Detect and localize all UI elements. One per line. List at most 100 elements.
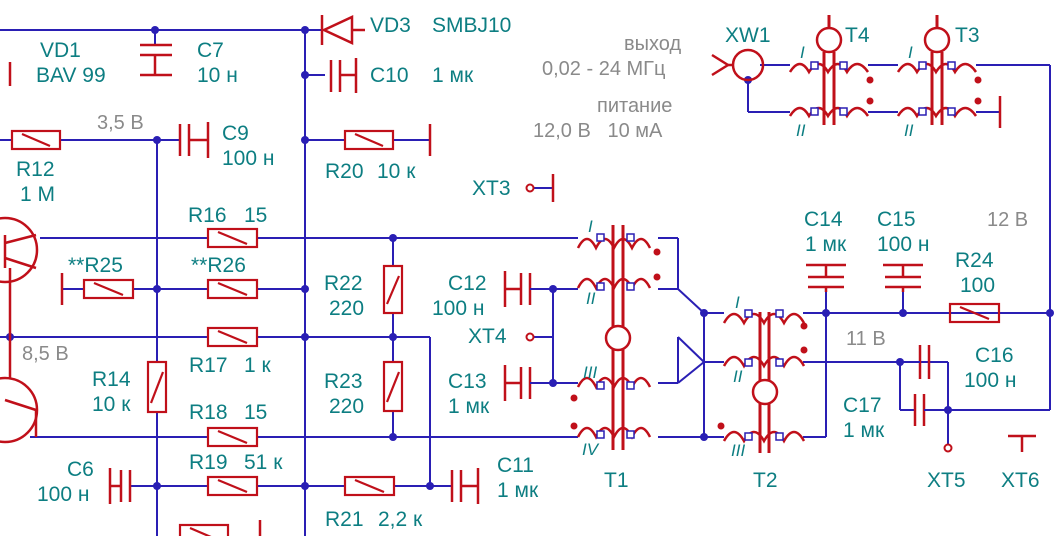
r26-symbol — [206, 278, 259, 300]
t1-winding-iv: IV — [582, 440, 600, 459]
r22-label: R22 — [324, 272, 363, 295]
c16-label: C16 — [975, 344, 1014, 367]
c16-value: 100 н — [964, 369, 1016, 392]
c6-value: 100 н — [37, 483, 89, 506]
r22-symbol — [382, 264, 404, 315]
transistor-upper — [0, 216, 39, 337]
r19-label: R19 — [189, 451, 228, 474]
c15-label: C15 — [877, 208, 916, 231]
vd3-label: VD3 — [370, 14, 411, 37]
r21-symbol — [343, 475, 396, 497]
output-label: выход — [624, 33, 681, 55]
t3-winding-i: I — [908, 43, 913, 62]
c9-value: 100 н — [222, 147, 274, 170]
c6-label: C6 — [67, 458, 94, 481]
t1-label: T1 — [604, 469, 629, 492]
transistor-lower — [0, 337, 39, 444]
t2-transformer — [717, 309, 808, 453]
voltage-11: 11 В — [846, 328, 886, 350]
r23-symbol — [382, 360, 404, 413]
c10-symbol — [329, 58, 358, 93]
c13-value: 1 мк — [448, 395, 490, 418]
component-labels: VD1 BAV 99 C7 10 н VD3 SMBJ10 C10 1 мк R… — [16, 14, 1040, 531]
xw1-label: XW1 — [725, 24, 771, 47]
r24-value: 100 — [960, 274, 995, 297]
r17-symbol — [206, 326, 259, 348]
t4-transformer — [788, 15, 874, 125]
xt6-label: XT6 — [1001, 469, 1040, 492]
c9-symbol — [178, 122, 210, 158]
c7-symbol — [140, 43, 172, 77]
r24-label: R24 — [955, 249, 994, 272]
c17-value: 1 мк — [843, 419, 885, 442]
c16-symbol — [900, 345, 931, 379]
c17-label: C17 — [843, 394, 882, 417]
r14-symbol — [146, 360, 168, 414]
r16-label: R16 — [188, 204, 227, 227]
voltage-12: 12 В — [987, 209, 1028, 231]
r25-symbol — [82, 278, 135, 300]
c15-symbol — [883, 263, 923, 292]
c11-label: C11 — [497, 454, 534, 477]
r25-label: **R25 — [68, 254, 123, 277]
r16-value: 15 — [244, 204, 267, 227]
r12-label: R12 — [16, 158, 55, 181]
t2-winding-ii: II — [733, 367, 743, 386]
c12-symbol — [503, 271, 545, 307]
r23-value: 220 — [329, 395, 364, 418]
c6-symbol — [108, 468, 132, 504]
t1-winding-ii: II — [586, 289, 596, 308]
r12-symbol — [10, 129, 62, 151]
c12-label: C12 — [448, 272, 487, 295]
bottom-resistor-partial — [178, 523, 230, 536]
t2-winding-i: I — [735, 293, 740, 312]
r21-value: 2,2 к — [378, 508, 423, 531]
c14-value: 1 мк — [805, 233, 847, 256]
r17-value: 1 к — [244, 354, 272, 377]
annotations: выход 0,02 - 24 МГц питание 12,0 В 10 мА… — [22, 33, 1028, 365]
c7-value: 10 н — [197, 64, 238, 87]
t1-transformer — [570, 225, 661, 450]
r22-value: 220 — [329, 297, 364, 320]
r20-symbol — [343, 129, 395, 151]
c9-label: C9 — [222, 122, 249, 145]
c11-symbol — [450, 468, 480, 504]
wires — [0, 29, 1051, 536]
t1-winding-i: I — [588, 217, 593, 236]
vd1-type: BAV 99 — [36, 64, 106, 87]
c13-label: C13 — [448, 370, 487, 393]
t4-winding-ii: II — [796, 121, 806, 140]
c17-symbol — [913, 394, 948, 426]
vd3-type: SMBJ10 — [432, 14, 511, 37]
output-range: 0,02 - 24 МГц — [542, 58, 665, 80]
c14-label: C14 — [804, 208, 843, 231]
c15-value: 100 н — [877, 233, 929, 256]
t3-transformer — [896, 15, 982, 125]
c12-value: 100 н — [432, 297, 484, 320]
r23-label: R23 — [324, 370, 363, 393]
c10-label: C10 — [370, 64, 409, 87]
terminal-bars — [60, 96, 1036, 452]
junction-dots — [6, 26, 1054, 490]
r24-symbol — [948, 302, 1001, 324]
r20-label: R20 — [325, 160, 364, 183]
voltage-8-5: 8,5 В — [22, 343, 69, 365]
r20-value: 10 к — [377, 160, 416, 183]
c10-value: 1 мк — [432, 64, 474, 87]
r16-symbol — [206, 227, 259, 249]
vd3-symbol — [320, 15, 365, 45]
t4-label: T4 — [845, 24, 870, 47]
t2-winding-iii: III — [731, 441, 745, 460]
vd1-label: VD1 — [40, 39, 81, 62]
r18-value: 15 — [244, 401, 267, 424]
t1-winding-iii: III — [583, 363, 597, 382]
r17-label: R17 — [189, 354, 228, 377]
t3-label: T3 — [955, 24, 980, 47]
r19-value: 51 к — [244, 451, 283, 474]
r21-label: R21 — [325, 508, 364, 531]
r14-value: 10 к — [92, 393, 131, 416]
t3-winding-ii: II — [904, 121, 914, 140]
resistors — [10, 129, 1001, 536]
